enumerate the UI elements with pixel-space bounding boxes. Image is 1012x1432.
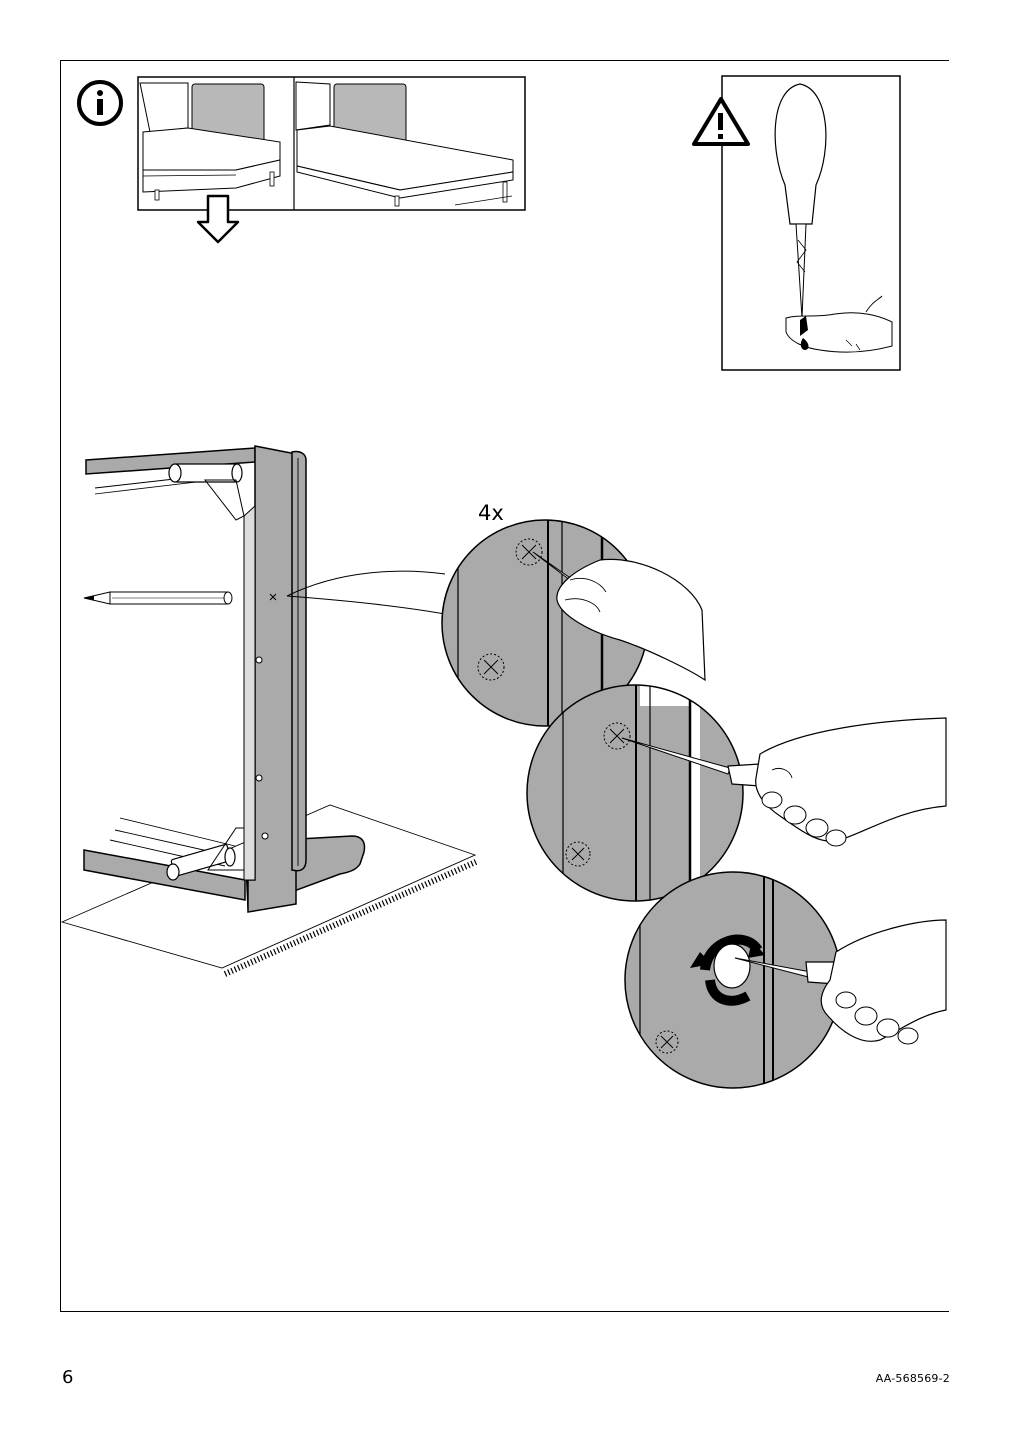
chaise-sofa-drawing bbox=[139, 82, 281, 201]
info-icon bbox=[77, 80, 123, 126]
quantity-label: 4x bbox=[478, 501, 504, 525]
warning-triangle-icon bbox=[692, 97, 750, 146]
sofa-bed-drawing bbox=[295, 81, 514, 207]
awl-drawing bbox=[774, 83, 827, 319]
rotate-arrows-icon bbox=[690, 934, 765, 1006]
pencil-drawing bbox=[83, 591, 233, 605]
document-code: AA-568569-2 bbox=[875, 1372, 950, 1385]
warning-panel bbox=[692, 75, 901, 371]
detail-mark-circle bbox=[441, 519, 706, 727]
page-frame bbox=[60, 60, 949, 1312]
sofa-variants-panel bbox=[137, 76, 526, 211]
detail-pierce-circle bbox=[526, 684, 947, 902]
down-arrow-icon bbox=[196, 194, 240, 244]
sofa-frame-drawing bbox=[83, 445, 446, 913]
detail-twist-circle bbox=[624, 871, 947, 1089]
count-label-bg bbox=[473, 494, 513, 522]
page-number: 6 bbox=[62, 1367, 74, 1388]
finger-drawing bbox=[785, 295, 893, 353]
